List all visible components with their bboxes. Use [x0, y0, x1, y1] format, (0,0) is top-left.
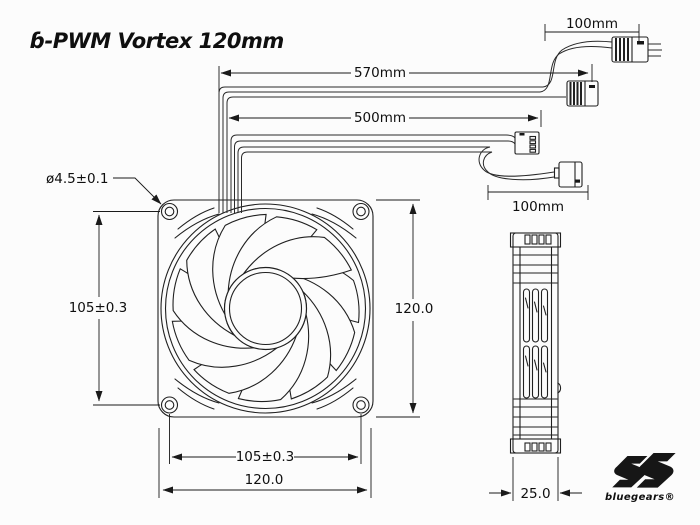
connector-pwm-4pin — [514, 131, 540, 155]
fan-front-view — [157, 199, 374, 418]
fan-corner-ribs — [174, 207, 357, 410]
connector-3pin-lower — [566, 80, 599, 107]
side-vent-slots — [522, 288, 549, 399]
fan-rim-inner — [164, 207, 367, 410]
cable-bundle-top — [218, 40, 613, 213]
dim-cable-570 — [218, 64, 593, 92]
pin-holes — [529, 135, 537, 153]
connector-latch — [575, 179, 580, 183]
dim-cable-bottom-label: 100mm — [512, 199, 564, 215]
connector-aux-4pin — [553, 161, 583, 188]
cable-bundle-bottom — [230, 134, 555, 213]
connector-latch — [519, 133, 525, 136]
dim-hole-leader — [113, 177, 162, 205]
dim-frame-width-label: 120.0 — [245, 472, 284, 488]
fan-hub — [223, 266, 308, 351]
fan-side-view — [509, 232, 562, 454]
fan-rim-outer — [160, 203, 371, 414]
connector-tab — [553, 167, 560, 179]
mounting-hole-bottom-left — [160, 396, 179, 414]
mounting-hole-top-right — [352, 202, 370, 221]
connector-latch — [589, 85, 595, 88]
dim-frame-depth-label: 25.0 — [520, 486, 550, 502]
dim-cable-570-label: 570mm — [354, 65, 406, 81]
dim-cable-500-label: 500mm — [354, 110, 406, 126]
connector-latch — [637, 41, 644, 45]
side-body — [512, 232, 559, 454]
side-teeth-bottom — [524, 442, 552, 452]
dim-frame-height — [376, 199, 420, 418]
brand-logo: bluegears® — [605, 453, 676, 503]
dim-cable-500 — [228, 110, 542, 127]
dim-hole-spacing-vertical — [93, 211, 160, 406]
dim-cable-bottom — [487, 185, 589, 200]
dim-hole-spacing-horizontal-label: 105±0.3 — [236, 449, 295, 465]
fan-frame — [157, 199, 374, 418]
mounting-hole-bottom-right — [352, 396, 370, 414]
dim-frame-width — [158, 428, 372, 498]
dim-hole-spacing-horizontal — [169, 414, 362, 464]
mounting-hole-top-left — [160, 202, 179, 221]
dim-cable-top — [544, 24, 640, 41]
dim-hole-diameter-label: ø4.5±0.1 — [46, 171, 109, 187]
dim-hole-spacing-vertical-label: 105±0.3 — [69, 300, 128, 316]
brand-wordmark: bluegears® — [605, 492, 675, 503]
side-teeth-top — [524, 234, 552, 245]
dim-cable-top-label: 100mm — [566, 16, 618, 32]
fan-hub-inner — [228, 271, 303, 346]
connector-3pin-upper — [611, 36, 662, 63]
mounting-holes — [160, 202, 370, 414]
side-rib-lines — [513, 246, 558, 440]
page-title: ɓ-PWM Vortex 120mm — [30, 29, 284, 53]
dim-frame-height-label: 120.0 — [395, 301, 434, 317]
side-latch-notch — [557, 382, 562, 394]
dim-frame-depth — [489, 457, 582, 501]
